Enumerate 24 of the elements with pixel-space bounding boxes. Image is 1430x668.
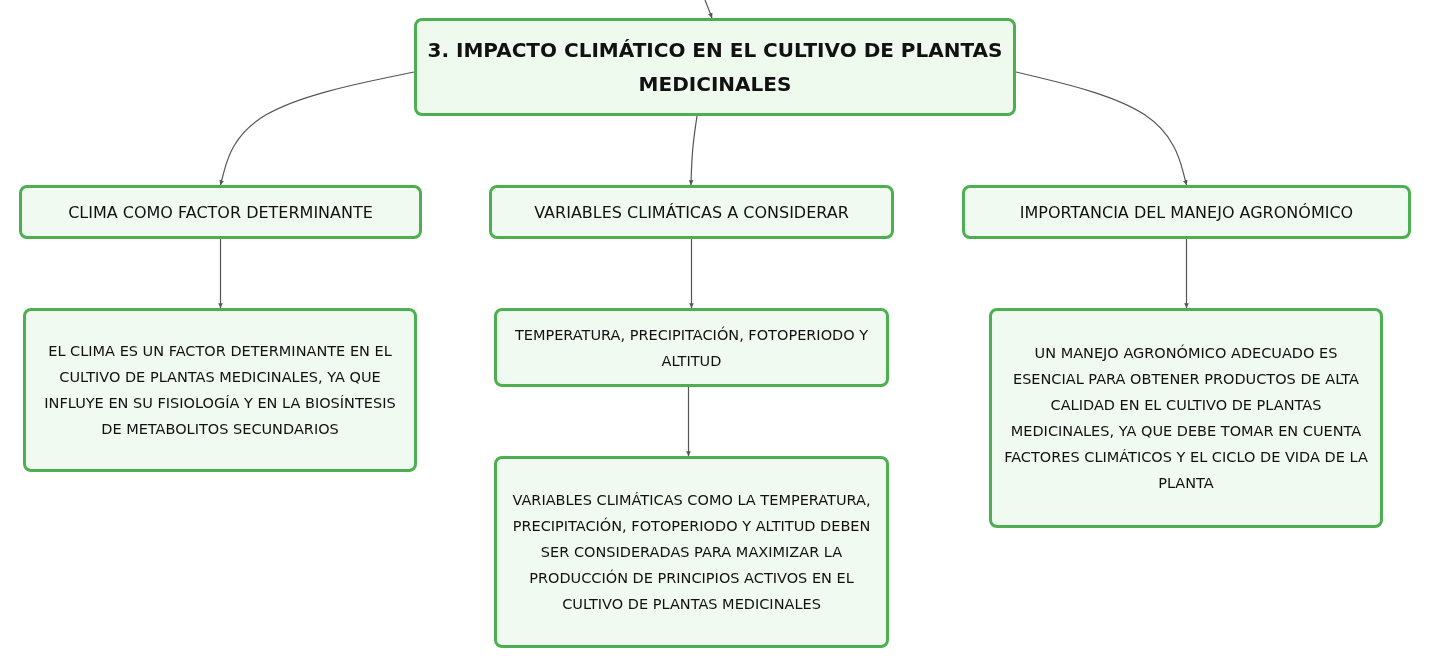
detail-box [494,308,889,387]
topic-box [19,185,422,239]
topic-box [489,185,894,239]
topic-box [962,185,1411,239]
arrow [1015,71,1188,186]
topic-label: CLIMA COMO FACTOR DETERMINANTE [68,202,373,222]
detail-box [23,308,417,472]
description-text: VARIABLES CLIMÁTICAS COMO LA TEMPERATURA, PRECIPITACIÓN, FOTOPERIODO Y ALTITUD DEBEN SER CONSIDERADAS PARA MAXIMIZAR LA PRODUCCIÓN DE PRINCIPIOS ACTIVOS EN EL CULTIVO DE PLANTAS MEDICINALES [511,491,872,614]
arrow [704,0,713,19]
arrow [689,238,694,309]
description-text: TEMPERATURA, PRECIPITACIÓN, FOTOPERIODO Y ALTITUD [513,325,870,371]
title-text: 3. IMPACTO CLIMÁTICO EN EL CULTIVO DE PLANTAS MEDICINALES [426,37,1004,98]
arrow [688,115,698,186]
arrow [219,71,415,186]
description-text: UN MANEJO AGRONÓMICO ADECUADO ES ESENCIAL PARA OBTENER PRODUCTOS DE ALTA CALIDAD EN EL CULTIVO DE PLANTAS MEDICINALES, YA QUE DEBE TOMAR EN CUENTA FACTORES CLIMÁTICOS Y EL CICLO DE VIDA DE LA PLANTA [1003,343,1369,493]
description-text: EL CLIMA ES UN FACTOR DETERMINANTE EN EL CULTIVO DE PLANTAS MEDICINALES, YA QUE INFLUYE EN SU FISIOLOGÍA Y EN LA BIOSÍNTESIS DE METABOLITOS SECUNDARIOS [43,342,397,439]
detail-box [989,308,1383,528]
detail-box [494,456,889,648]
arrow [218,238,223,309]
arrow [1184,238,1189,309]
topic-label: IMPORTANCIA DEL MANEJO AGRONÓMICO [1019,202,1354,222]
arrow [686,386,691,457]
title-box [414,18,1016,116]
topic-label: VARIABLES CLIMÁTICAS A CONSIDERAR [534,202,849,222]
